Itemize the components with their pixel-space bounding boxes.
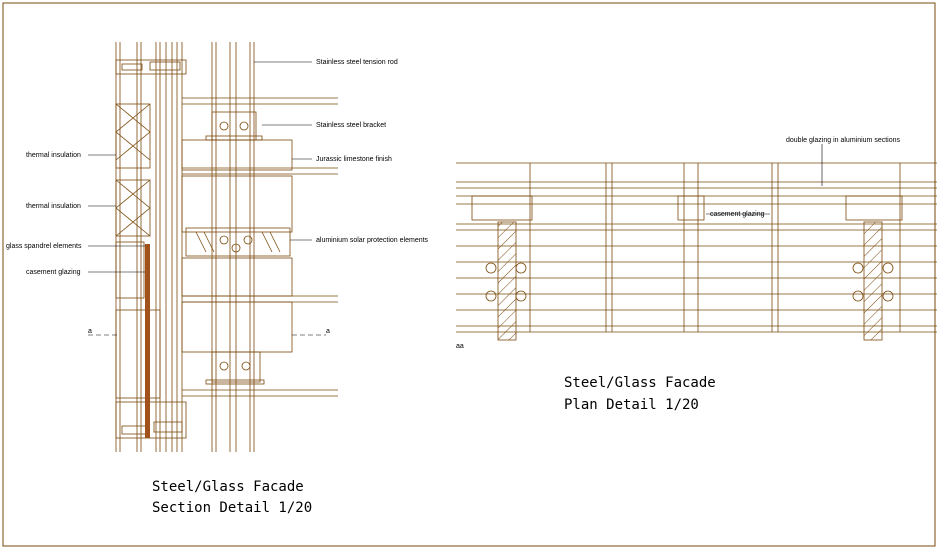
label-double-glazing: double glazing in aluminium sections: [786, 137, 901, 144]
label-plan-casement-glazing: casement glazing: [710, 211, 765, 218]
label-tension-rod: Stainless steel tension rod: [316, 59, 398, 66]
section-leaders: [88, 61, 326, 336]
label-cut-right: a: [326, 328, 330, 335]
plan-title: Steel/Glass Facade: [564, 375, 716, 391]
plan-leaders: [706, 144, 823, 215]
section-subtitle: Section Detail 1/20: [152, 500, 312, 516]
plan-subtitle: Plan Detail 1/20: [564, 397, 699, 413]
plan-detail: [456, 162, 937, 341]
label-cut-left: a: [88, 328, 92, 335]
casement-glazing-band: [145, 244, 150, 438]
label-thermal-insulation-1: thermal insulation: [26, 152, 81, 159]
section-detail: [115, 42, 338, 452]
label-plan-cut: aa: [456, 343, 464, 350]
label-bracket: Stainless steel bracket: [316, 122, 386, 129]
section-title: Steel/Glass Facade: [152, 479, 304, 495]
label-thermal-insulation-2: thermal insulation: [26, 203, 81, 210]
label-glass-spandrel: glass spandrel elements: [6, 243, 82, 250]
label-solar-protection: aluminium solar protection elements: [316, 237, 429, 244]
label-limestone: Jurassic limestone finish: [316, 156, 392, 163]
label-casement-glazing: casement glazing: [26, 269, 81, 276]
